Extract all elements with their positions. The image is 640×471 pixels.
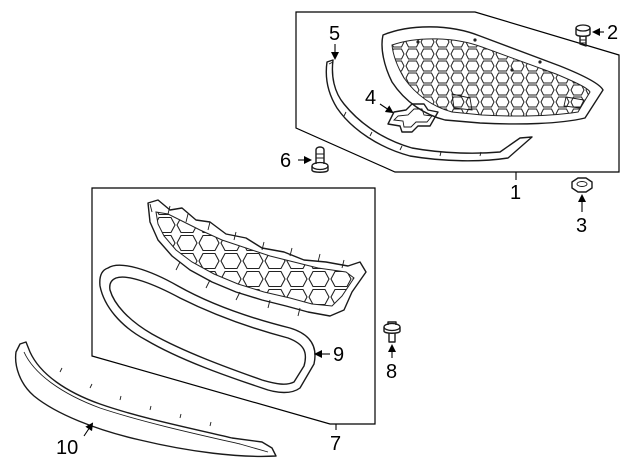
assembly-box-1 xyxy=(295,11,620,173)
leader-4 xyxy=(379,103,394,114)
callout-1: 1 xyxy=(510,182,521,204)
upper-grille xyxy=(381,26,604,125)
callout-3: 3 xyxy=(576,215,587,237)
leader-10 xyxy=(83,422,94,437)
callout-7: 7 xyxy=(330,433,341,455)
trim-molding-5 xyxy=(325,59,533,162)
assembly-box-7 xyxy=(91,187,376,425)
lower-grille-group xyxy=(91,187,376,425)
callout-10: 10 xyxy=(56,437,78,459)
clip-8 xyxy=(383,321,401,343)
lower-molding-10 xyxy=(14,341,277,458)
lower-grille-mesh xyxy=(147,199,367,317)
callout-8: 8 xyxy=(386,361,397,383)
callout-4: 4 xyxy=(365,87,376,109)
callout-2: 2 xyxy=(607,22,618,44)
clip-6 xyxy=(311,146,329,173)
grille-surround-9 xyxy=(99,264,316,394)
callout-9: 9 xyxy=(333,344,344,366)
screw-2 xyxy=(575,24,591,47)
nut-3 xyxy=(571,177,593,193)
callout-6: 6 xyxy=(280,150,291,172)
callout-5: 5 xyxy=(329,23,340,45)
grille-assembly-group xyxy=(295,11,620,173)
emblem-4 xyxy=(387,103,439,133)
